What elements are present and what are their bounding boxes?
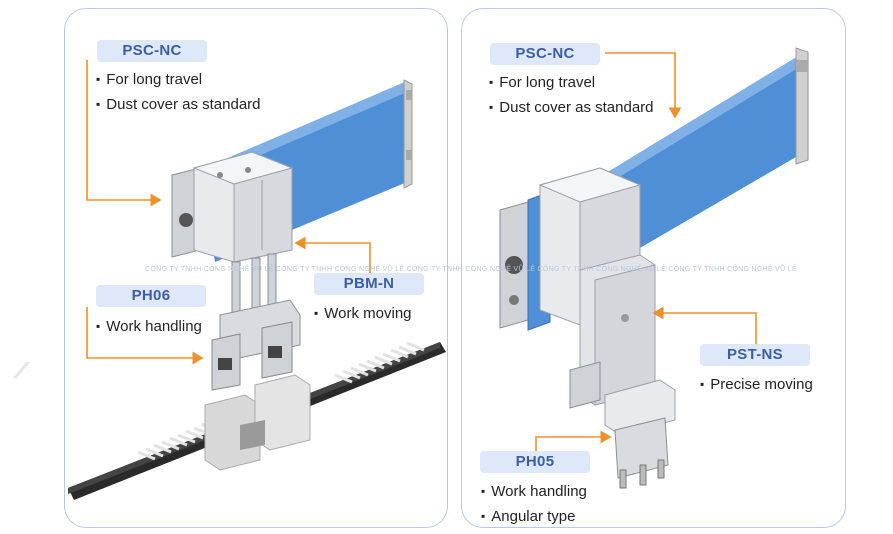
pst-ns-badge: PST-NS (700, 344, 810, 366)
feature-item: For long travel (96, 67, 261, 92)
left-carriage (171, 151, 301, 391)
ph06-features: Work handling (96, 314, 202, 339)
right-carriage (499, 167, 676, 489)
callout-arrows (86, 52, 757, 451)
feature-item: Dust cover as standard (96, 92, 260, 117)
psc-nc-features-right: For long travel Dust cover as standard (489, 70, 654, 120)
feature-item: Work handling (481, 479, 587, 504)
ph05-badge: PH05 (480, 451, 590, 473)
ph06-badge: PH06 (96, 285, 206, 307)
feature-item: For long travel (489, 70, 654, 95)
feature-item: Angular type (481, 504, 587, 529)
pbm-n-badge: PBM-N (314, 273, 424, 295)
pst-ns-features: Precise moving (700, 372, 813, 397)
psc-nc-features-left: For long travel Dust cover as standard (96, 67, 261, 117)
left-conveyor-belt (12, 341, 446, 500)
feature-item: Precise moving (700, 372, 813, 397)
feature-item: Dust cover as standard (489, 95, 653, 120)
feature-item: Work moving (314, 301, 411, 326)
ph05-features: Work handling Angular type (481, 479, 587, 529)
watermark: CÔNG TY TNHH CÔNG NGHỆ VŨ LÊ CÔNG TY TNH… (145, 266, 797, 273)
pbm-n-features: Work moving (314, 301, 411, 326)
feature-item: Work handling (96, 314, 202, 339)
psc-nc-badge-right: PSC-NC (490, 43, 600, 65)
psc-nc-badge-left: PSC-NC (97, 40, 207, 62)
